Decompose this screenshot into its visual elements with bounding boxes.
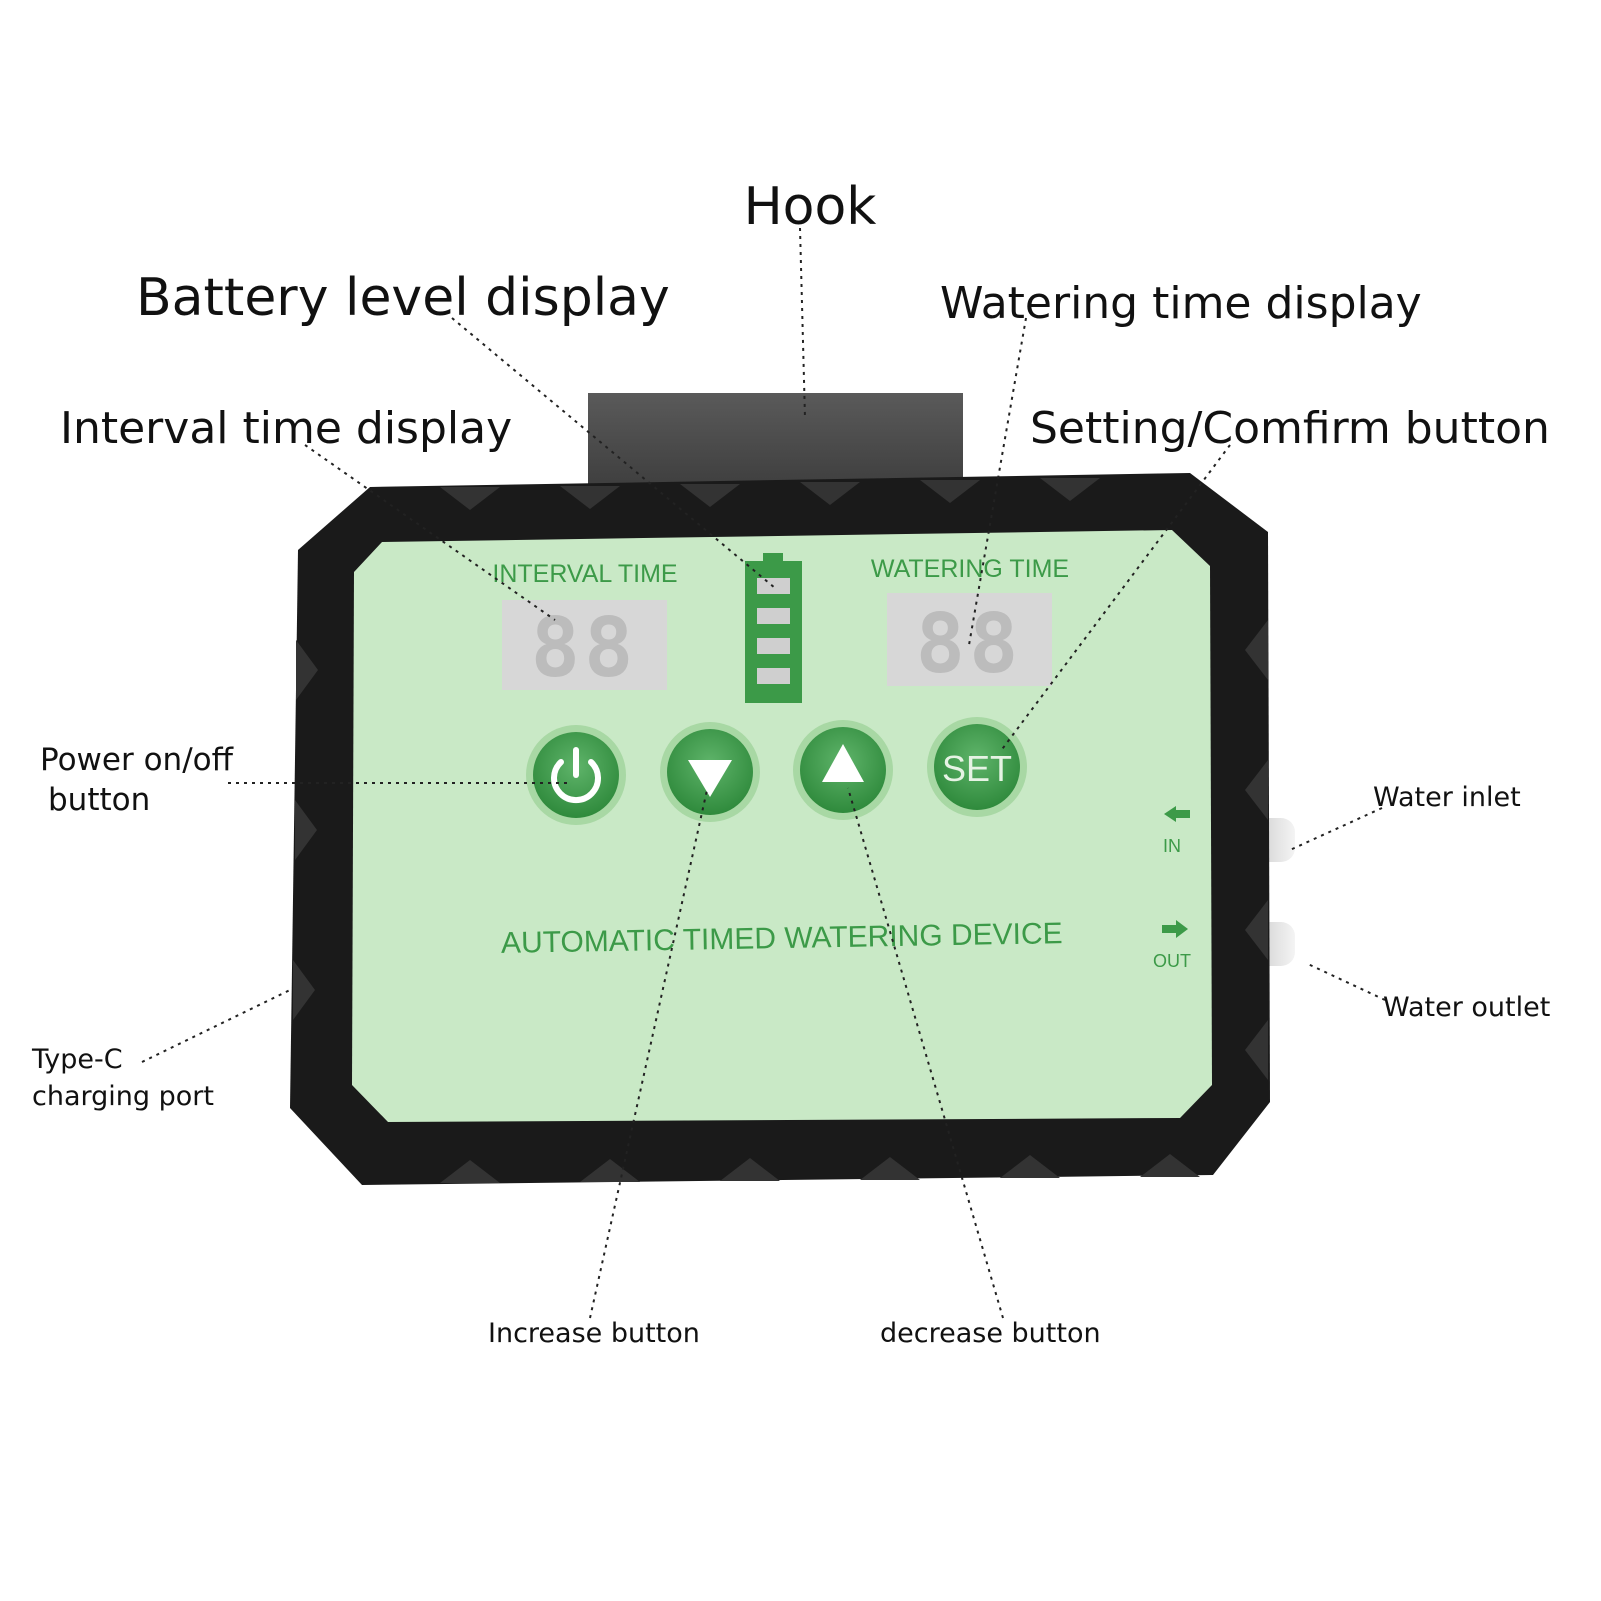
callout-decrease: decrease button	[880, 1318, 1101, 1349]
in-label: IN	[1163, 836, 1181, 856]
callout-typec-line1: Type-C	[31, 1044, 123, 1075]
callout-hook: Hook	[744, 177, 877, 237]
callout-water-inlet: Water inlet	[1373, 782, 1521, 813]
set-button[interactable]: SET	[927, 717, 1027, 817]
set-button-label: SET	[942, 748, 1012, 789]
watering-time-label: WATERING TIME	[871, 555, 1069, 583]
svg-text:88: 88	[916, 597, 1023, 692]
down-button[interactable]	[660, 722, 760, 822]
callout-battery: Battery level display	[136, 268, 670, 328]
up-button[interactable]	[793, 720, 893, 820]
leader-lines	[141, 227, 1386, 1319]
callout-setting: Setting/Comfirm button	[1030, 403, 1550, 454]
callout-watering: Watering time display	[940, 278, 1422, 329]
frame-ridges	[293, 478, 1268, 1183]
callout-interval: Interval time display	[60, 403, 512, 454]
callout-typec-line2: charging port	[32, 1081, 214, 1112]
interval-time-label: INTERVAL TIME	[492, 560, 677, 588]
out-label: OUT	[1153, 951, 1191, 971]
triangle-up-icon	[822, 744, 864, 782]
svg-text:88: 88	[531, 601, 638, 696]
callout-power-line1: Power on/off	[40, 742, 234, 778]
callout-increase: Increase button	[488, 1318, 700, 1349]
interval-time-display: 88	[502, 600, 667, 696]
callout-power-line2: button	[48, 782, 150, 818]
out-arrow-icon	[1162, 920, 1188, 938]
power-button[interactable]	[526, 725, 626, 825]
watering-time-display: 88	[887, 593, 1052, 692]
callout-water-outlet: Water outlet	[1383, 992, 1550, 1023]
in-arrow-icon	[1164, 806, 1190, 822]
power-icon	[551, 747, 601, 804]
battery-level-display	[745, 553, 802, 703]
triangle-down-icon	[688, 760, 732, 797]
